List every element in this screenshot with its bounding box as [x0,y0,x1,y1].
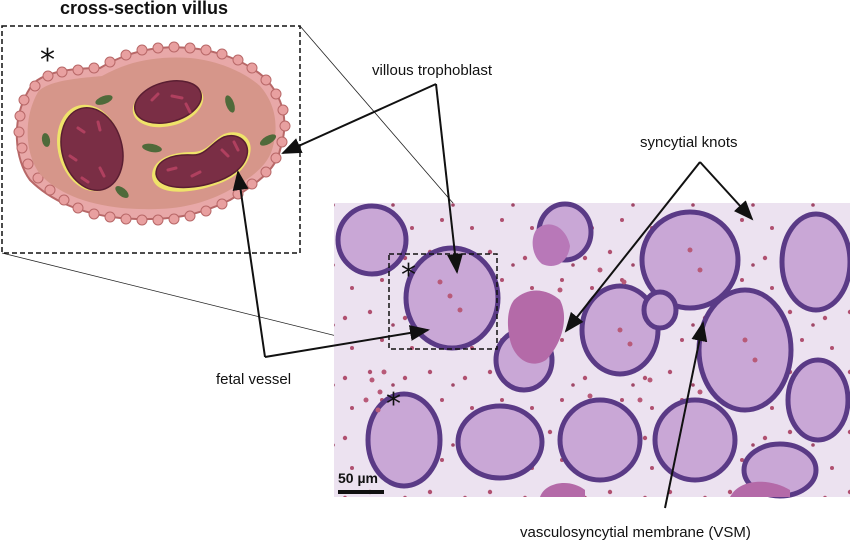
fetal-vessel-large [57,104,124,192]
stromal-cells [41,95,277,198]
arrow-trophoblast-to-micrograph [435,83,463,274]
label-vsm: vasculosyncytial membrane (VSM) [520,524,751,541]
label-syncytial-knots: syncytial knots [640,134,738,151]
label-villous-trophoblast: villous trophoblast [372,62,493,79]
micrograph-inset-frame [388,253,498,350]
arrow-vsm [664,321,708,509]
fetal-vessel-top [132,80,204,128]
scale-bar-label: 50 µm [338,470,378,486]
arrow-fetal-vessel-to-diagram [232,170,266,358]
asterisk-marker-inset: * [40,43,55,78]
fetal-vessel-curved [152,132,251,192]
micrograph-panel [334,201,850,499]
asterisk-marker-box: * [401,258,416,293]
zoom-line-bottom [1,252,390,350]
arrow-trophoblast-to-diagram [281,83,437,154]
trophoblast-cells [13,41,291,226]
arrow-knot-1 [564,161,701,333]
label-fetal-vessel: fetal vessel [216,371,292,388]
diagram-title: cross-section villus [60,0,229,18]
arrow-fetal-vessel-to-micrograph [264,325,430,358]
arrow-knot-2 [699,161,754,221]
asterisk-marker-space: * [386,387,401,422]
